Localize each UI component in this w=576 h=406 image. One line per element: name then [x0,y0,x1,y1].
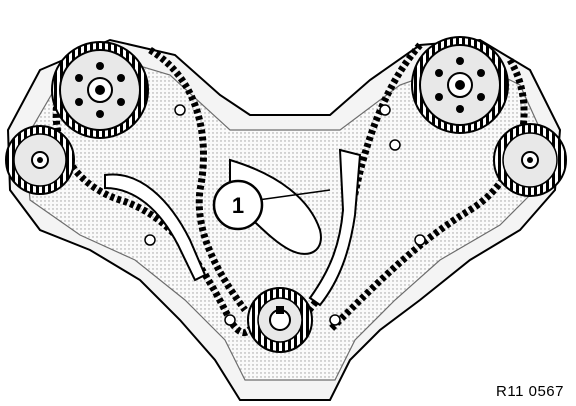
mounting-bolts [144,104,426,326]
chain-guide-left [104,173,207,282]
right-upper-camshaft-sprocket [411,36,509,134]
left-upper-camshaft-sprocket [51,41,149,139]
callout-marker: 1 [212,179,264,231]
chain-guide-right [308,148,362,307]
callout-label: 1 [232,193,244,218]
right-lower-camshaft-sprocket [493,123,567,197]
crankshaft-sprocket [247,287,313,353]
chain-tensioner [229,158,322,255]
figure-reference-code: R11 0567 [496,383,564,400]
left-lower-camshaft-sprocket [5,125,75,195]
callout-leader-line [257,189,331,201]
